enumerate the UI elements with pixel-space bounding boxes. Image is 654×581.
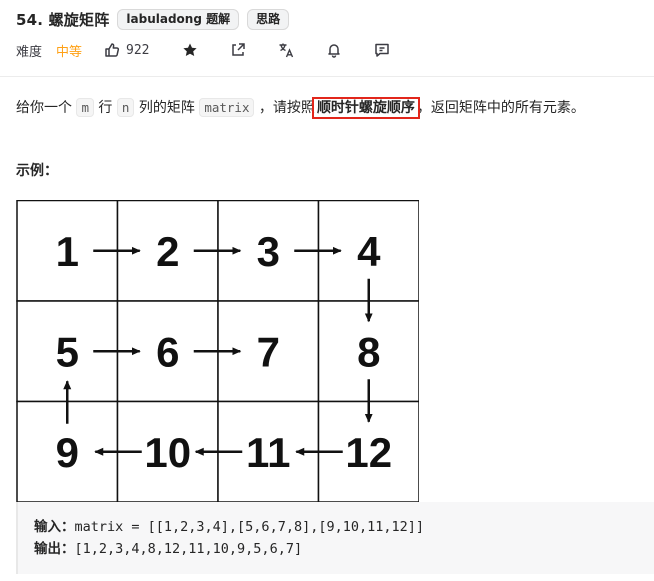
- bell-icon: [327, 44, 340, 58]
- tag-labuladong[interactable]: labuladong 题解: [117, 8, 240, 30]
- translate-button[interactable]: [278, 42, 294, 58]
- translate-icon: [279, 43, 293, 58]
- header-divider: [0, 76, 654, 77]
- matrix-value: 1: [56, 228, 79, 275]
- tag-idea[interactable]: 思路: [247, 8, 290, 30]
- example-io-box: 输入：matrix = [[1,2,3,4],[5,6,7,8],[9,10,1…: [16, 502, 654, 574]
- comment-button[interactable]: [374, 42, 390, 58]
- output-label: 输出：: [34, 541, 75, 557]
- star-icon: [182, 43, 197, 56]
- matrix-value: 9: [56, 429, 79, 476]
- matrix-value: 4: [357, 228, 381, 275]
- output-value: [1,2,3,4,8,12,11,10,9,5,6,7]: [74, 541, 303, 557]
- comment-icon: [374, 43, 389, 57]
- input-line: 输入：matrix = [[1,2,3,4],[5,6,7,8],[9,10,1…: [34, 516, 638, 538]
- thumbs-up-icon: [105, 43, 120, 57]
- matrix-value: 6: [156, 328, 179, 375]
- desc-text: ，请按照: [254, 100, 315, 116]
- code-matrix: matrix: [199, 98, 255, 117]
- difficulty-value: 中等: [56, 44, 83, 60]
- like-button[interactable]: 922: [104, 42, 150, 58]
- matrix-value: 5: [56, 328, 79, 375]
- matrix-value: 10: [144, 429, 191, 476]
- input-label: 输入：: [34, 519, 75, 535]
- desc-text: 给你一个: [16, 100, 77, 116]
- share-button[interactable]: [230, 42, 246, 58]
- matrix-value: 2: [156, 228, 179, 275]
- desc-text: 行: [93, 100, 117, 116]
- matrix-value: 11: [246, 429, 290, 476]
- spiral-arrows: [63, 246, 373, 456]
- matrix-value: 8: [357, 328, 380, 375]
- example-title: 示例：: [16, 163, 58, 179]
- problem-description: 给你一个 m 行 n 列的矩阵 matrix ，请按照顺时针螺旋顺序，返回矩阵中…: [16, 96, 652, 120]
- highlighted-phrase: 顺时针螺旋顺序: [311, 97, 420, 119]
- output-line: 输出：[1,2,3,4,8,12,11,10,9,5,6,7]: [34, 538, 638, 560]
- desc-text: ，返回矩阵中的所有元素。: [416, 100, 585, 116]
- problem-meta: 难度 中等 922: [16, 39, 422, 61]
- matrix-value: 3: [257, 228, 280, 275]
- subscribe-button[interactable]: [326, 42, 342, 58]
- input-value: matrix = [[1,2,3,4],[5,6,7,8],[9,10,11,1…: [74, 519, 425, 535]
- code-n: n: [116, 98, 135, 117]
- difficulty-label: 难度: [16, 44, 43, 60]
- problem-header: 54. 螺旋矩阵 labuladong 题解 思路: [16, 8, 290, 30]
- like-count: 922: [126, 42, 150, 58]
- share-icon: [231, 43, 245, 56]
- matrix-value: 12: [345, 429, 392, 476]
- matrix-value: 7: [257, 328, 280, 375]
- code-m: m: [76, 98, 94, 117]
- problem-title: 54. 螺旋矩阵: [16, 10, 110, 29]
- favorite-button[interactable]: [182, 42, 198, 58]
- desc-text: 列的矩阵: [134, 100, 200, 116]
